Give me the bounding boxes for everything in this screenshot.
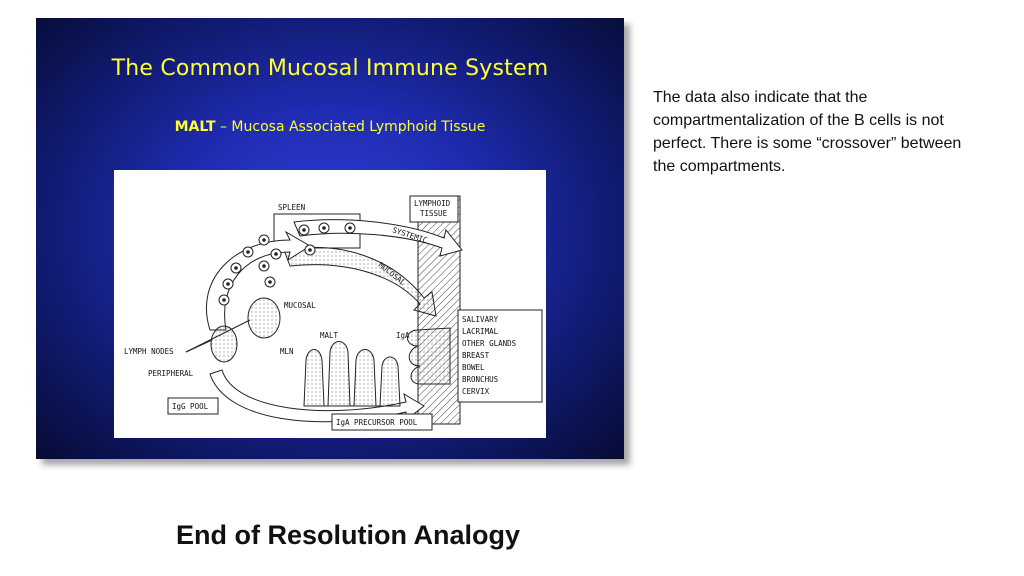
igg-pool-box bbox=[167, 397, 219, 415]
subtitle-abbreviation: MALT bbox=[174, 119, 216, 135]
tissue-item: LACRIMAL bbox=[462, 327, 499, 336]
tissue-item: OTHER GLANDS bbox=[462, 339, 517, 348]
b-cell-nuclei bbox=[222, 226, 352, 302]
tissue-item: BOWEL bbox=[462, 363, 485, 372]
iga-precursor-pool-box bbox=[331, 413, 433, 431]
tissue-item: SALIVARY bbox=[462, 315, 499, 324]
secretory-gland bbox=[407, 327, 451, 385]
label-lymph-nodes: LYMPH NODES bbox=[124, 347, 174, 356]
mucosal-arrow bbox=[283, 246, 437, 317]
label-peripheral: PERIPHERAL bbox=[148, 369, 194, 378]
label-iga: IgA bbox=[396, 331, 410, 340]
footer-title: End of Resolution Analogy bbox=[176, 520, 520, 550]
label-iga-precursor-pool: IgA PRECURSOR POOL bbox=[336, 418, 418, 427]
mucosal-immune-diagram: LYMPHOID TISSUE SPLEEN SYSTEMIC MUCOSAL bbox=[114, 170, 546, 438]
tissue-item: BREAST bbox=[462, 351, 490, 360]
systemic-arrow bbox=[293, 219, 463, 257]
peripheral-lymph-node bbox=[210, 325, 238, 363]
label-igg-pool: IgG POOL bbox=[172, 402, 209, 411]
slide-subtitle: MALT – Mucosa Associated Lymphoid Tissue bbox=[36, 119, 624, 135]
speaker-note: The data also indicate that the compartm… bbox=[653, 89, 962, 175]
label-malt: MALT bbox=[320, 331, 339, 340]
malt-villi bbox=[303, 341, 401, 407]
label-spleen: SPLEEN bbox=[278, 203, 305, 212]
tissue-list-box bbox=[457, 309, 543, 403]
slide-title: The Common Mucosal Immune System bbox=[111, 56, 549, 81]
subtitle-expansion: – Mucosa Associated Lymphoid Tissue bbox=[215, 119, 486, 135]
tissue-list: SALIVARY LACRIMAL OTHER GLANDS BREAST BO… bbox=[462, 315, 517, 396]
tissue-item: CERVIX bbox=[462, 387, 490, 396]
label-tissue: TISSUE bbox=[420, 209, 448, 218]
label-mln: MLN bbox=[280, 347, 294, 356]
slide-image: The Common Mucosal Immune System MALT – … bbox=[36, 18, 624, 459]
label-mucosal: MUCOSAL bbox=[284, 301, 316, 310]
tissue-item: BRONCHUS bbox=[462, 375, 499, 384]
mucosal-lymph-node bbox=[247, 297, 281, 339]
lymphoid-tissue-box bbox=[409, 195, 459, 223]
label-lymphoid: LYMPHOID bbox=[414, 199, 451, 208]
